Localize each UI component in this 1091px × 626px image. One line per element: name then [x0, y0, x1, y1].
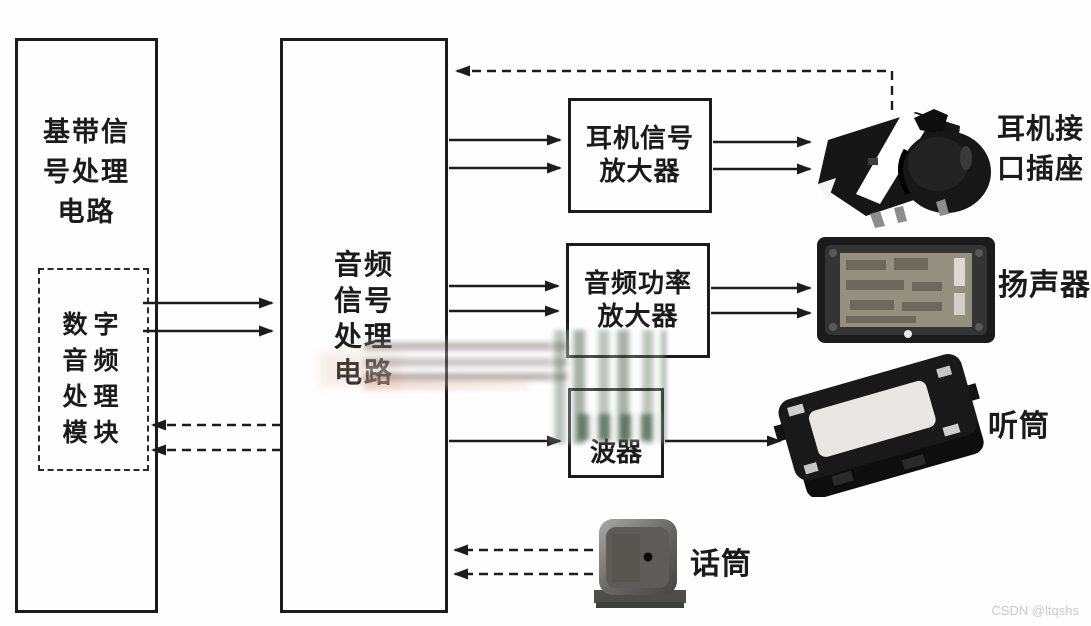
- digital-label-line3: 处理: [62, 384, 125, 411]
- jack-label-line1: 耳机接: [996, 114, 1084, 145]
- baseband-label-line2: 号处理: [43, 157, 130, 187]
- baseband-label-line3: 电路: [57, 197, 116, 227]
- audio-processor-label: 音频 信号 处理 电路: [282, 248, 446, 392]
- digital-audio-module-label: 数字 音频 处理 模块: [40, 308, 147, 452]
- audio-power-amplifier-label: 音频功率 放大器: [568, 267, 708, 333]
- headphone-jack-label: 耳机接 口插座: [993, 110, 1088, 190]
- digital-label-line1: 数字: [62, 312, 125, 339]
- receiver-label: 听筒: [988, 410, 1050, 443]
- digital-label-line2: 音频: [62, 348, 125, 375]
- pwr-amp-label-line2: 放大器: [597, 302, 679, 331]
- baseband-label-line1: 基带信: [43, 117, 130, 147]
- headphone-jack-image: [818, 109, 991, 228]
- hp-amp-label-line1: 耳机信号: [585, 124, 694, 153]
- jack-label-line2: 口插座: [996, 154, 1084, 185]
- speaker-image: [817, 237, 995, 343]
- audio-label-line2: 信号: [333, 286, 394, 317]
- filter-box-label: 波器: [570, 438, 662, 468]
- audio-label-line4: 电路: [333, 358, 394, 389]
- receiver-image: [773, 354, 984, 497]
- audio-label-line1: 音频: [333, 250, 394, 281]
- baseband-signal-processing-box: [15, 38, 158, 613]
- filter-label-line1: 波器: [589, 438, 642, 467]
- digital-label-line4: 模块: [62, 420, 125, 447]
- speaker-label: 扬声器: [998, 269, 1091, 302]
- csdn-watermark: CSDN @ltqshs: [991, 603, 1079, 618]
- digital-audio-module-box: [38, 268, 149, 471]
- hp-amp-label-line2: 放大器: [599, 157, 681, 186]
- baseband-box-label: 基带信 号处理 电路: [17, 112, 156, 232]
- microphone-label: 话筒: [690, 548, 752, 581]
- microphone-image: [594, 519, 686, 608]
- headphone-amplifier-label: 耳机信号 放大器: [570, 122, 710, 188]
- audio-signal-processing-box: [280, 38, 448, 613]
- audio-label-line3: 处理: [333, 322, 394, 353]
- pwr-amp-label-line1: 音频功率: [583, 269, 692, 298]
